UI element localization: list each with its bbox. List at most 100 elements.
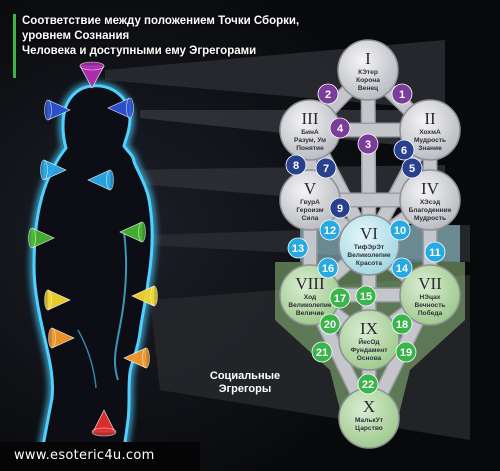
chakra-throat-left (40, 159, 67, 181)
chakra-crown (79, 61, 105, 89)
path-badge-8[interactable]: 8 (285, 154, 307, 176)
sephira-label-line: Корона (356, 77, 380, 84)
chakra-cones (28, 61, 158, 437)
path-badge-21[interactable]: 21 (311, 341, 333, 363)
sephira-label-line: Победа (418, 309, 443, 317)
sephira-label-line: ХохмА (419, 129, 441, 136)
path-badge-17[interactable]: 17 (329, 287, 351, 309)
chakra-cone-base (79, 61, 105, 71)
sephira-label-line: КЭтер (358, 69, 378, 76)
chakra-sacral-right (123, 347, 150, 369)
path-badge-number: 19 (400, 347, 412, 359)
path-badge-22[interactable]: 22 (357, 373, 379, 395)
path-badge-number: 11 (429, 247, 441, 259)
path-badge-16[interactable]: 16 (317, 257, 339, 279)
path-badge-circle (319, 219, 341, 241)
sephira-circle (338, 214, 400, 276)
path-badge-number: 12 (324, 225, 336, 237)
path-badge-circle (391, 257, 413, 279)
path-badge-12[interactable]: 12 (319, 219, 341, 241)
chakra-solar-left (44, 289, 71, 311)
path-badge-number: 14 (396, 263, 409, 275)
sephira-label-line: Ход (304, 294, 317, 301)
path-badge-number: 15 (360, 291, 372, 303)
social-label-line-2: Эгрегоры (218, 383, 272, 395)
path-badge-1[interactable]: 1 (391, 83, 413, 105)
path-badge-circle (315, 157, 337, 179)
sephira-circle (399, 169, 461, 231)
sephira-roman-numeral: V (304, 179, 317, 198)
sephira-label-line: Венец (358, 85, 378, 92)
path-badge-7[interactable]: 7 (315, 157, 337, 179)
sephira-roman-numeral: VII (418, 274, 442, 293)
chakra-cone-base (150, 285, 158, 307)
path-badge-circle (357, 133, 379, 155)
path-badge-circle (317, 257, 339, 279)
path-badge-2[interactable]: 2 (317, 83, 339, 105)
path-badge-4[interactable]: 4 (329, 117, 351, 139)
path-badge-number: 13 (292, 243, 304, 255)
path-badge-number: 22 (362, 379, 374, 391)
path-badge-circle (317, 83, 339, 105)
website-url[interactable]: www.esoteric4u.com (14, 448, 155, 463)
chakra-cone-base (40, 159, 48, 181)
hip-glow (77, 329, 97, 389)
path-badge-circle (389, 219, 411, 241)
sephira-label-line: МалькУт (355, 417, 384, 424)
path-badge-5[interactable]: 5 (401, 157, 423, 179)
path-badge-circle (395, 341, 417, 363)
path-badge-number: 3 (365, 139, 371, 151)
social-label-line-1: Социальные (209, 370, 281, 382)
chakra-cone-base (48, 327, 56, 349)
path-badge-number: 10 (394, 225, 406, 237)
path-badge-circle (357, 373, 379, 395)
path-badge-circle (401, 157, 423, 179)
path-badge-circle (424, 241, 446, 263)
path-badge-circle (329, 117, 351, 139)
path-badge-number: 8 (293, 160, 299, 172)
sephira-label-line: Царство (355, 425, 383, 432)
path-badge-9[interactable]: 9 (329, 197, 351, 219)
path-badge-3[interactable]: 3 (357, 133, 379, 155)
sephira-label-line: Основа (357, 355, 382, 362)
chakra-cone-base (126, 97, 134, 119)
path-badge-15[interactable]: 15 (355, 285, 377, 307)
path-badge-circle (391, 313, 413, 335)
sephira-label-line: Мудрость (414, 137, 446, 144)
chakra-cone-base (91, 427, 117, 437)
sephira-roman-numeral: IV (421, 179, 440, 198)
path-badge-circle (319, 313, 341, 335)
body-glow (32, 84, 154, 464)
sephira-label-line: Величие (296, 310, 325, 317)
path-badge-19[interactable]: 19 (395, 341, 417, 363)
path-badge-10[interactable]: 10 (389, 219, 411, 241)
path-badge-number: 5 (409, 163, 415, 175)
chakra-sacral-left (48, 327, 75, 349)
arm-glow (113, 231, 128, 381)
chakra-third-eye-right (107, 97, 134, 119)
path-badge-6[interactable]: 6 (393, 139, 415, 161)
path-badge-18[interactable]: 18 (391, 313, 413, 335)
path-badge-13[interactable]: 13 (287, 237, 309, 259)
path-badge-14[interactable]: 14 (391, 257, 413, 279)
sephira-label-line: Знание (418, 145, 442, 152)
sephira-label-line: НЭцах (420, 294, 441, 301)
path-badge-11[interactable]: 11 (424, 241, 446, 263)
sephira-label-line: Великолепие (347, 252, 391, 259)
diagram-title: Соответствие между положением Точки Сбор… (22, 14, 322, 59)
sephira-label-line: БинА (301, 129, 319, 136)
sephira-label-line: Фундамент (351, 347, 389, 354)
path-badge-20[interactable]: 20 (319, 313, 341, 335)
